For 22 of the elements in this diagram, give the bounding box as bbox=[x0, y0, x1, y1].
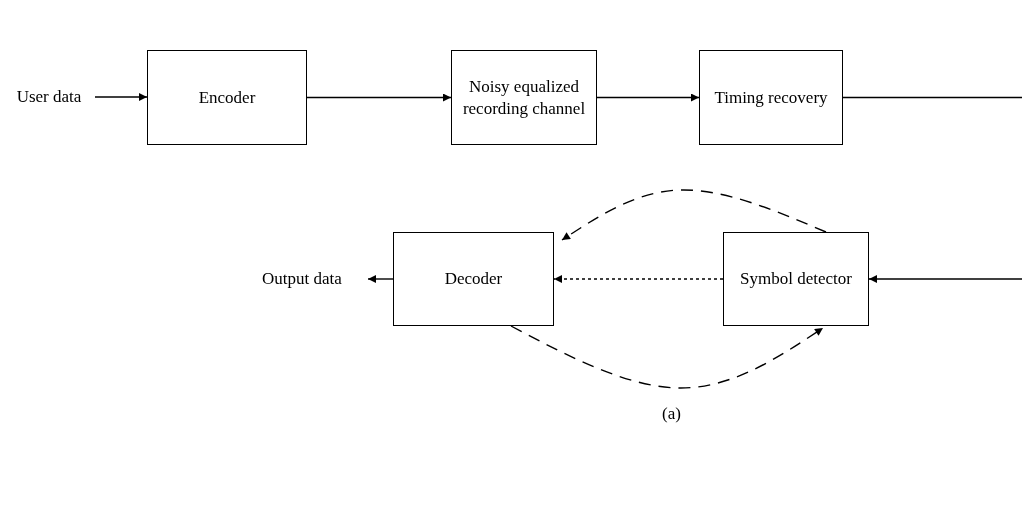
arrow bbox=[94, 93, 148, 101]
box-label: Decoder bbox=[444, 268, 503, 290]
caption: (a) bbox=[662, 404, 681, 424]
box-label: Timing recovery bbox=[714, 86, 828, 109]
arrow bbox=[306, 93, 452, 102]
box-label: Noisy equalized recording channel bbox=[461, 76, 587, 119]
arrow bbox=[553, 275, 724, 283]
arrow bbox=[510, 325, 824, 389]
process-box bbox=[451, 50, 597, 145]
signal-label: User data bbox=[16, 86, 82, 108]
process-box bbox=[699, 50, 843, 145]
process-box bbox=[393, 232, 554, 326]
arrow bbox=[868, 275, 1022, 283]
connector-line bbox=[842, 96, 1022, 99]
box-label: Symbol detector bbox=[740, 268, 852, 290]
process-box bbox=[723, 232, 869, 326]
arrow bbox=[561, 189, 827, 241]
arrow bbox=[367, 275, 394, 283]
signal-label: Output data bbox=[262, 268, 342, 290]
box-label: Encoder bbox=[198, 86, 256, 109]
process-box bbox=[147, 50, 307, 145]
arrow bbox=[596, 93, 700, 102]
